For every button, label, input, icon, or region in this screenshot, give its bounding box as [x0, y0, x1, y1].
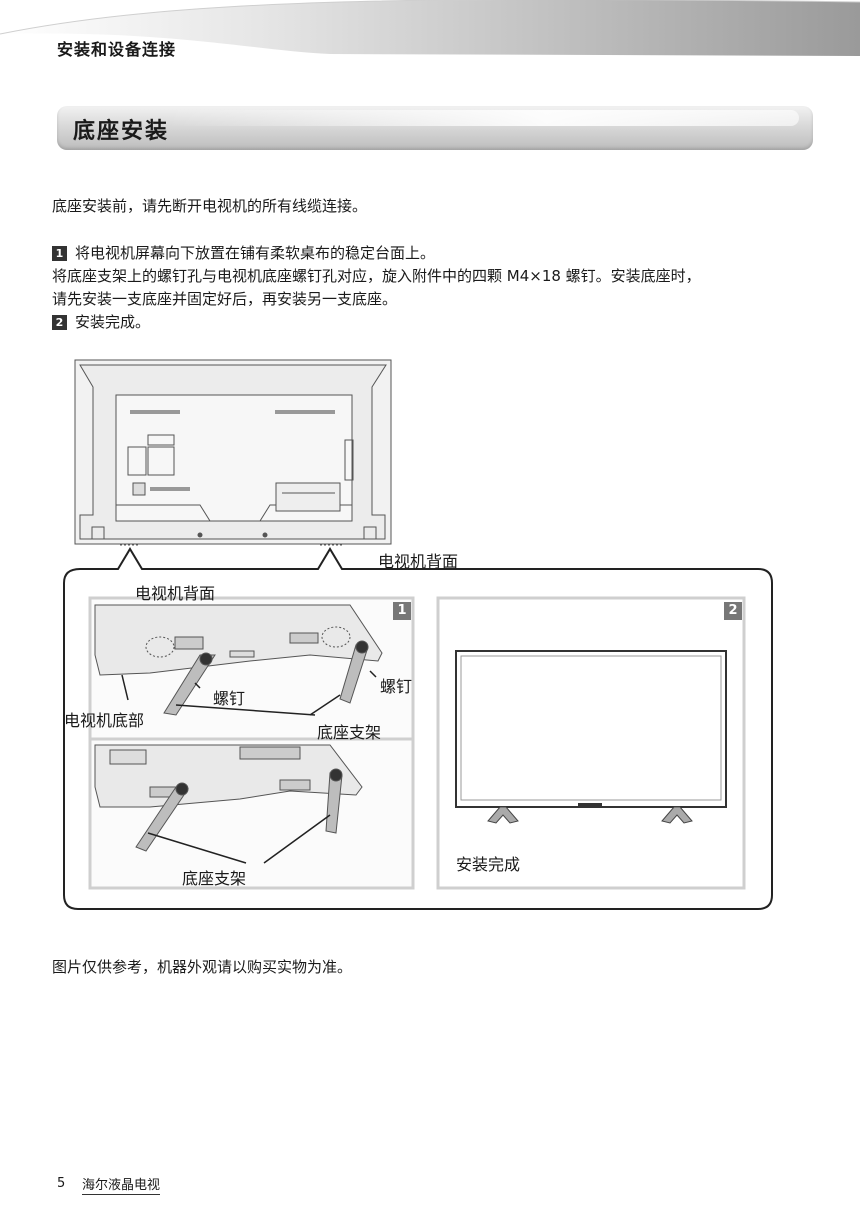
stand-label-lower: 底座支架 [182, 869, 247, 888]
stand-label-upper: 底座支架 [317, 723, 382, 742]
header-swoosh [0, 0, 860, 56]
tv-bottom-upper-drawing [94, 604, 383, 716]
step-1-detail-line-2: 请先安装一支底座并固定好后，再安装另一支底座。 [52, 290, 398, 308]
step-2-text: 安装完成。 [75, 313, 151, 331]
install-done-label: 安装完成 [456, 855, 521, 874]
step-1-text: 将电视机屏幕向下放置在铺有柔软桌布的稳定台面上。 [75, 244, 436, 262]
screw-label-left: 螺钉 [213, 689, 246, 708]
panel-2-number: 2 [724, 602, 742, 620]
step-1: 1 将电视机屏幕向下放置在铺有柔软桌布的稳定台面上。 [52, 242, 435, 265]
tv-back-label-top: 电视机背面 [378, 552, 459, 571]
section-title-bar: 底座安装 [57, 106, 813, 150]
section-title: 底座安装 [73, 119, 170, 144]
step-1-detail-line-1: 将底座支架上的螺钉孔与电视机底座螺钉孔对应，旋入附件中的四颗 M4×18 螺钉。… [52, 267, 701, 285]
tv-bottom-label: 电视机底部 [64, 711, 145, 730]
step-2: 2 安装完成。 [52, 311, 150, 334]
disclaimer-note: 图片仅供参考，机器外观请以购买实物为准。 [52, 958, 353, 976]
tv-bottom-lower-drawing [94, 744, 363, 852]
intro-text: 底座安装前，请先断开电视机的所有线缆连接。 [52, 197, 368, 215]
screw-label-right: 螺钉 [380, 677, 413, 696]
panel-1-number: 1 [393, 602, 411, 620]
page-number: 5 [57, 1176, 66, 1191]
footer-brand: 海尔液晶电视 [82, 1174, 161, 1195]
header-title: 安装和设备连接 [57, 40, 177, 59]
step-2-number: 2 [52, 315, 67, 330]
step-1-number: 1 [52, 246, 67, 261]
tv-back-drawing [74, 359, 392, 546]
tv-back-label-panel: 电视机背面 [135, 584, 216, 603]
installation-illustration [63, 359, 773, 910]
installation-figure: 电视机背面 电视机背面 螺钉 螺钉 电视机底部 底座支架 底座支架 安装完成 1… [0, 355, 860, 915]
finished-tv-drawing [455, 650, 727, 824]
